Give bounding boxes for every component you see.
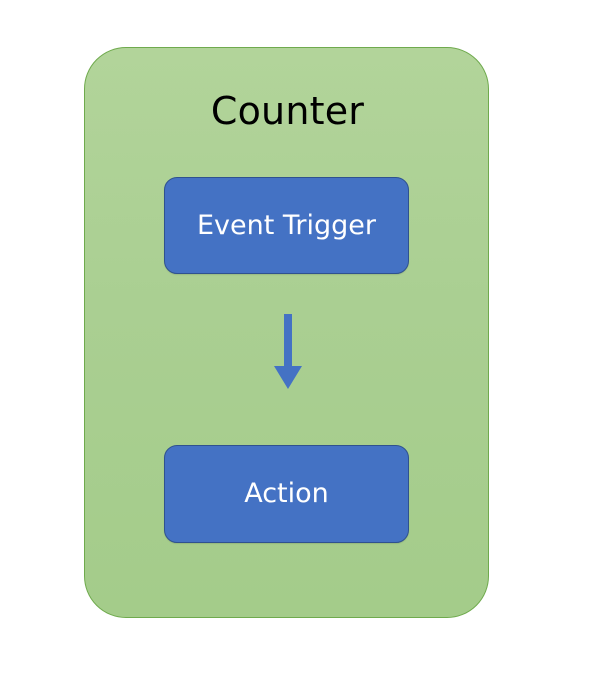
node-event-trigger-label: Event Trigger: [196, 209, 377, 241]
node-event-trigger[interactable]: Event Trigger: [164, 177, 409, 274]
container-title: Counter: [210, 89, 365, 133]
arrow-down-icon: [274, 314, 302, 389]
node-action[interactable]: Action: [164, 445, 409, 543]
container-node-counter[interactable]: Counter Event Trigger Action: [84, 47, 489, 618]
node-action-label: Action: [244, 478, 329, 509]
